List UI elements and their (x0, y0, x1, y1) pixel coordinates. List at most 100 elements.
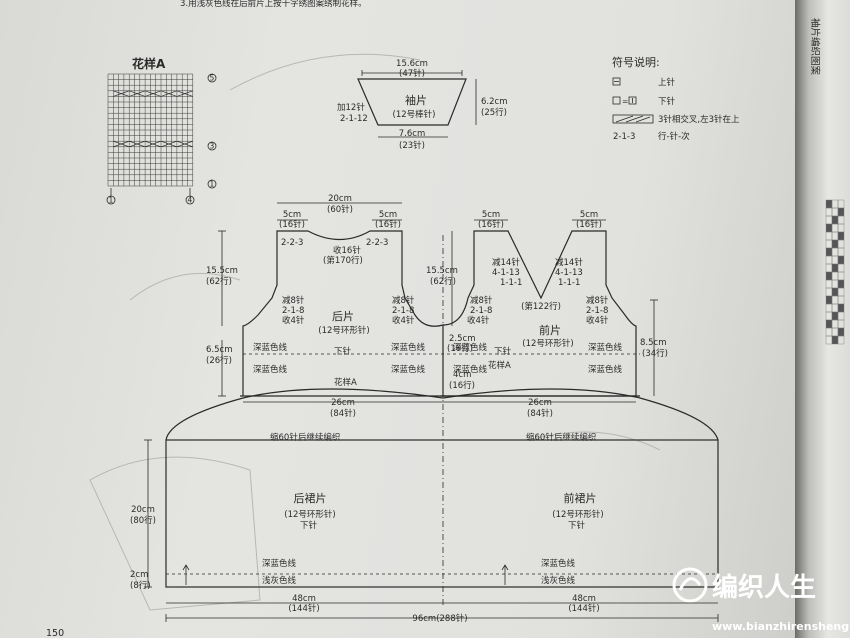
svg-text:减8针: 减8针 (392, 295, 415, 306)
underarm-width: 4cm (453, 370, 471, 380)
skirt-front-note: 缩60针后继续编织 (526, 432, 596, 443)
svg-text:1: 1 (210, 180, 215, 189)
sleeve-increase-rule: 2-1-12 (340, 114, 368, 124)
front-width-stitches: (84针) (527, 408, 553, 419)
svg-text:4-1-13: 4-1-13 (492, 268, 520, 278)
svg-text:4: 4 (188, 196, 193, 205)
front-shoulder-left: 5cm (482, 210, 500, 220)
front-yarn-top-left: 深蓝色线 (453, 342, 488, 353)
svg-text:4-1-13: 4-1-13 (555, 268, 583, 278)
front-yarn-bottom-left: 深蓝色线 (453, 364, 488, 375)
back-skirt-stitches: (144针) (288, 603, 319, 614)
back-shoulder-left: 5cm (283, 210, 301, 220)
skirt-total-width: 96cm(288针) (412, 613, 467, 624)
svg-text:减8针: 减8针 (470, 295, 493, 306)
back-yarn-bottom-left: 深蓝色线 (253, 364, 288, 375)
svg-text:1-1-1: 1-1-1 (558, 278, 580, 288)
back-skirt-yarn-light: 浅灰色线 (262, 575, 297, 586)
svg-text:=: = (622, 97, 628, 106)
pattern-a-title: 花样A (132, 56, 166, 71)
front-pattern: 花样A (488, 360, 511, 371)
pattern-a-chart: 花样A 5 3 1 1 4 (106, 56, 217, 205)
row-marker-3 (207, 141, 217, 151)
legend-knit-text: 上针 (658, 77, 676, 88)
svg-text:收4针: 收4针 (282, 315, 305, 326)
spine-title: 袖片编织图案 (809, 18, 821, 76)
back-needle: (12号环形针) (318, 325, 369, 336)
svg-text:5: 5 (210, 74, 215, 83)
watermark: 编织人生 www.bianzhirensheng.com (672, 567, 850, 633)
legend-purl-text: 下针 (658, 96, 676, 107)
svg-text:减8针: 减8针 (282, 295, 305, 306)
front-skirt-title: 前裙片 (564, 491, 597, 505)
skirt-piece: 缩60针后继续编织 缩60针后继续编织 后裙片 (12号环形针) 下针 前裙片 … (130, 388, 719, 624)
svg-text:1-1-1: 1-1-1 (500, 278, 522, 288)
back-title: 后片 (332, 310, 354, 323)
sleeve-outline (357, 78, 467, 126)
show-through-ghost (89, 53, 661, 611)
front-skirt-yarn-light: 浅灰色线 (541, 575, 576, 586)
front-purl: 下针 (494, 346, 512, 357)
back-shoulder-right-st: (16针) (375, 219, 401, 230)
book-spine (795, 0, 850, 638)
front-shoulder-right: 5cm (580, 210, 598, 220)
front-skirt-needle: (12号环形针) (552, 509, 603, 520)
sleeve-top-stitches: (47针) (399, 68, 425, 79)
back-lower-height: 6.5cm (206, 345, 232, 355)
back-width: 26cm (331, 398, 355, 408)
svg-text:2-1-8: 2-1-8 (586, 306, 608, 316)
row-marker-1 (207, 179, 217, 189)
back-yarn-top-left: 深蓝色线 (253, 342, 288, 353)
back-outline (242, 230, 444, 396)
svg-text:2-1-8: 2-1-8 (282, 306, 304, 316)
sleeve-needle: (12号棒针) (393, 109, 436, 120)
band-height: 2cm (130, 570, 148, 580)
front-shoulder-right-st: (16针) (576, 219, 602, 230)
back-neck-dec-left: 2-2-3 (281, 238, 303, 248)
back-bind-off: 收16针 (333, 245, 361, 256)
back-neck-dec-right: 2-2-3 (366, 238, 388, 248)
skirt-waist-curve (165, 388, 719, 441)
spine-pattern-grid (825, 199, 845, 345)
sleeve-bottom-width: 7.6cm (399, 129, 425, 139)
svg-text:2-1-8: 2-1-8 (470, 306, 492, 316)
front-skirt-purl: 下针 (568, 520, 586, 531)
front-v-row: (第122行) (521, 301, 561, 312)
front-skirt-stitches: (144针) (568, 603, 599, 614)
underarm-width-rows: (16行) (449, 380, 475, 391)
sleeve-title: 袖片 (405, 93, 427, 107)
legend-cable-text: 3针相交叉,左3针在上 (658, 114, 740, 125)
front-yarn-top-right: 深蓝色线 (588, 342, 623, 353)
watermark-logo-text: 编织人生 (712, 572, 816, 603)
legend-rule-symbol: 2-1-3 (613, 132, 635, 142)
back-armhole-height: 15.5cm (206, 266, 238, 276)
front-side-rows: (34行) (642, 348, 668, 359)
row-marker-5 (207, 73, 217, 83)
pattern-a-grid (107, 73, 194, 187)
underarm-measures: 2.5cm (10行) 4cm (16行) (447, 334, 475, 391)
legend-rule-text: 行-针-次 (658, 131, 690, 142)
back-yarn-bottom-right: 深蓝色线 (391, 364, 426, 375)
legend-title: 符号说明: (612, 55, 660, 69)
underarm-gap-rows: (10行) (447, 343, 473, 354)
sleeve-piece: 15.6cm (47针) 袖片 (12号棒针) 加12针 2-1-12 6.2c… (337, 59, 507, 151)
front-bodice: 5cm (16针) 5cm (16针) 减14针 4-1-13 1-1-1 减1… (426, 210, 668, 419)
cable-symbol (612, 114, 654, 124)
front-shoulder-left-st: (16针) (478, 219, 504, 230)
back-skirt-width: 48cm (292, 594, 316, 604)
back-skirt-title: 后裙片 (294, 492, 327, 505)
front-needle: (12号环形针) (522, 338, 573, 349)
back-purl: 下针 (334, 346, 352, 357)
sleeve-top-width: 15.6cm (396, 59, 428, 69)
back-width-stitches: (84针) (330, 408, 356, 419)
svg-text:减8针: 减8针 (586, 295, 609, 306)
back-armhole-rows: (62行) (206, 276, 232, 287)
sleeve-height-rows: (25行) (481, 107, 507, 118)
underarm-gap: 2.5cm (449, 334, 475, 344)
skirt-height: 20cm (131, 505, 155, 515)
back-neck-stitches: (60针) (327, 204, 353, 215)
col-marker-1 (106, 195, 116, 205)
svg-text:减14针: 减14针 (555, 257, 583, 268)
front-armhole-height: 15.5cm (426, 266, 458, 276)
